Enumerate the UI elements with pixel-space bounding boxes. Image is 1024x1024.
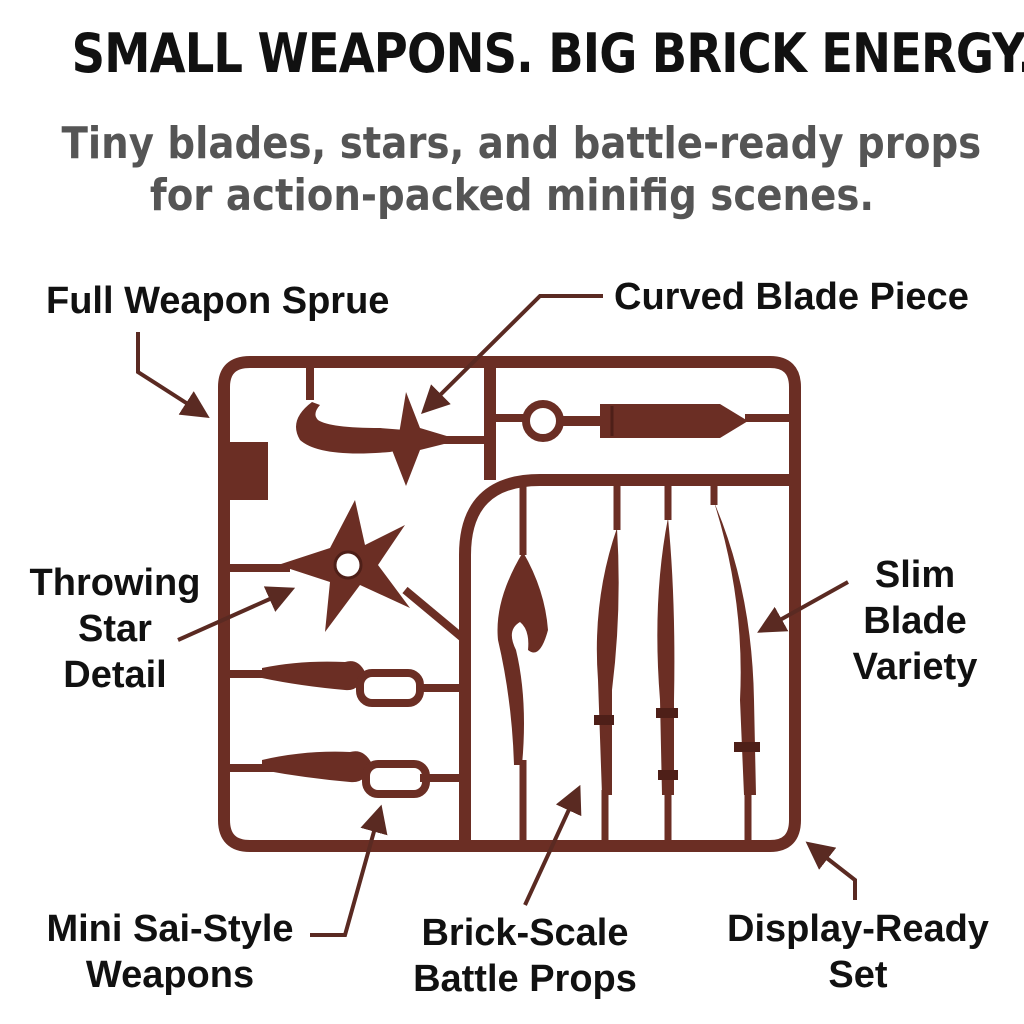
callout-line: Variety <box>852 646 978 688</box>
callout-line: Set <box>828 954 888 996</box>
callout-brick-scale-battle-props: Brick-Scale Battle Props <box>400 910 650 1002</box>
curved-blade-piece <box>296 392 460 486</box>
callout-line: Battle Props <box>413 958 637 1000</box>
sprue-tab <box>230 442 268 500</box>
arrow-mini-sai <box>310 804 388 937</box>
callout-line: Star <box>78 608 152 650</box>
arrow-brick-scale <box>523 784 582 906</box>
hooked-blade-piece <box>497 552 548 765</box>
callout-line: Display-Ready <box>727 908 989 950</box>
callout-line: Slim <box>874 554 956 596</box>
callout-curved-blade-piece: Curved Blade Piece <box>614 276 969 318</box>
headline: SMALL WEAPONS. BIG BRICK ENERGY. <box>71 22 1024 85</box>
callout-slim-blade-variety: Slim Blade Variety <box>830 552 1000 690</box>
mini-sai-weapon-2 <box>262 751 430 798</box>
callout-line: Brick-Scale <box>421 912 629 954</box>
long-blade-with-ring <box>522 400 748 442</box>
arrow-full-sprue <box>136 332 210 419</box>
callout-full-weapon-sprue: Full Weapon Sprue <box>46 280 390 322</box>
callout-display-ready-set: Display-Ready Set <box>718 906 998 998</box>
arrow-curved-blade <box>421 294 603 414</box>
callout-throwing-star-detail: Throwing Star Detail <box>20 560 210 698</box>
throwing-star-piece <box>278 500 410 632</box>
subheadline-line-1: Tiny blades, stars, and battle-ready pro… <box>61 118 982 169</box>
arrow-slim-blade <box>757 580 849 633</box>
arrow-throwing-star <box>177 586 296 642</box>
callout-line: Weapons <box>85 954 255 996</box>
mini-sai-weapon-1 <box>262 661 424 707</box>
callout-line: Detail <box>63 654 167 696</box>
callout-line: Blade <box>863 600 967 642</box>
arrow-display-ready <box>805 841 857 900</box>
callout-line: Mini Sai-Style <box>46 908 294 950</box>
slim-blade-1 <box>594 528 619 795</box>
subheadline-line-2: for action-packed minifig scenes. <box>149 170 875 221</box>
callout-line: Throwing <box>29 562 201 604</box>
callout-arrows <box>136 294 857 937</box>
callout-mini-sai-style-weapons: Mini Sai-Style Weapons <box>30 906 310 998</box>
slim-blade-3 <box>714 502 760 795</box>
slim-blade-2 <box>656 518 678 795</box>
